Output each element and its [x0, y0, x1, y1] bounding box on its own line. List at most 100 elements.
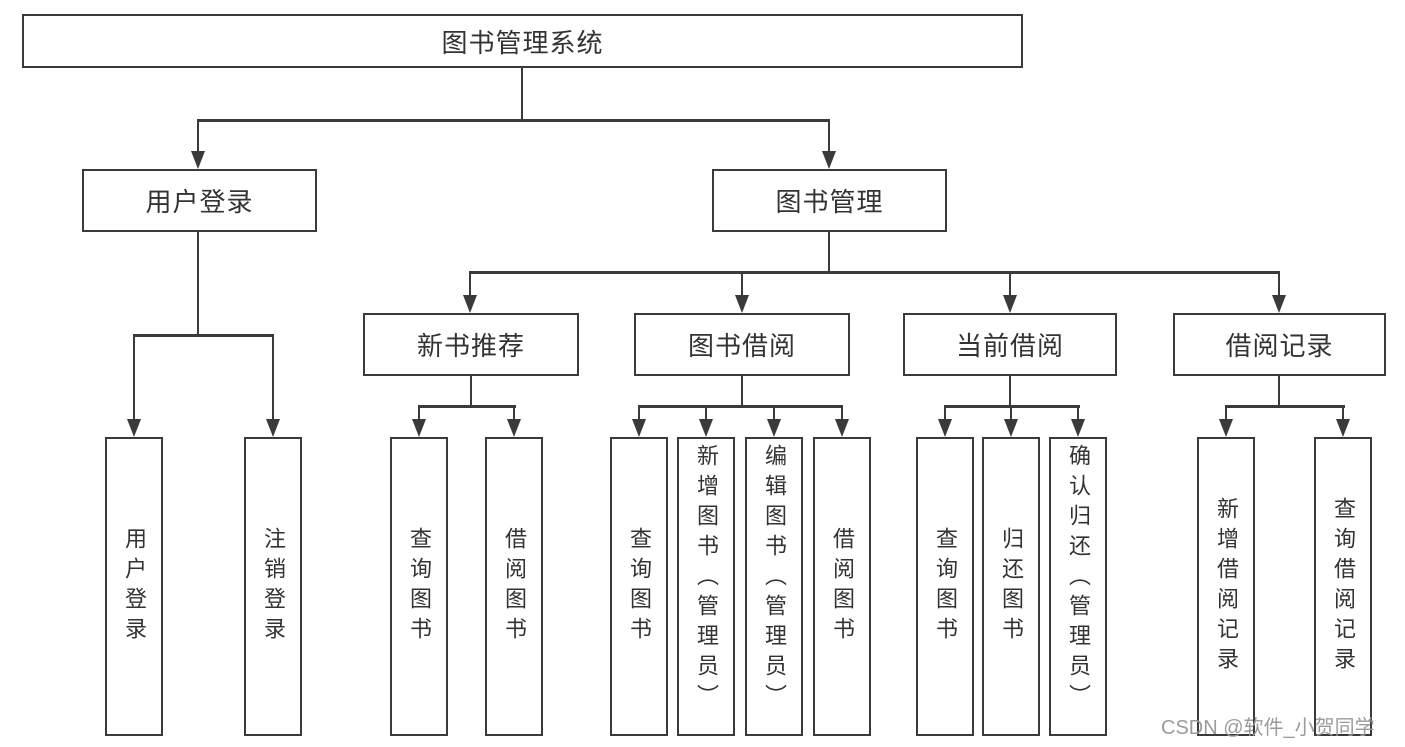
arrow-stem [1224, 406, 1228, 419]
arrow-down-icon [1003, 272, 1017, 313]
arrow-stem [1076, 406, 1080, 419]
node-new-book-recommend: 新书推荐 [363, 313, 579, 376]
arrow-down-icon [699, 406, 713, 437]
node-label: 借阅图书 [830, 526, 855, 647]
node-label: 注销登录 [261, 526, 286, 647]
arrow-down-icon [412, 406, 426, 437]
connector-line [197, 119, 830, 122]
arrow-head-icon [735, 295, 749, 313]
leaf-query-books-borrowing: 查询图书 [610, 437, 668, 736]
connector-line [1277, 376, 1281, 407]
arrow-stem [132, 335, 136, 419]
leaf-logout: 注销登录 [244, 437, 302, 736]
arrow-stem [740, 272, 744, 295]
arrow-head-icon [1272, 295, 1286, 313]
arrow-head-icon [191, 151, 205, 169]
arrow-stem [1341, 406, 1345, 419]
arrow-down-icon [1272, 272, 1286, 313]
connector-line [196, 232, 200, 336]
arrow-down-icon [191, 120, 205, 169]
arrow-stem [772, 406, 776, 419]
node-label: 借阅记录 [1225, 331, 1334, 361]
arrow-head-icon [822, 151, 836, 169]
leaf-query-borrow-record: 查询借阅记录 [1314, 437, 1372, 736]
leaf-borrow-books-borrowing: 借阅图书 [813, 437, 871, 736]
connector-line [418, 405, 516, 408]
leaf-confirm-return-admin: 确认归还（管理员） [1049, 437, 1107, 736]
node-label: 当前借阅 [955, 331, 1064, 361]
node-label: 查询图书 [933, 526, 958, 647]
node-root-library-system: 图书管理系统 [22, 14, 1023, 68]
node-label: 用户登录 [122, 526, 147, 647]
arrow-head-icon [1219, 419, 1233, 437]
connector-line [740, 376, 744, 407]
node-label: 查询图书 [407, 526, 432, 647]
csdn-watermark: CSDN @软件_小贺同学 [1161, 717, 1375, 739]
node-label: 编辑图书（管理员） [762, 444, 787, 714]
node-borrowing-records: 借阅记录 [1173, 313, 1386, 376]
arrow-stem [1277, 272, 1281, 295]
arrow-stem [840, 406, 844, 419]
node-label: 新增借阅记录 [1214, 496, 1239, 677]
leaf-edit-books-admin: 编辑图书（管理员） [745, 437, 803, 736]
arrow-down-icon [266, 335, 280, 437]
arrow-down-icon [507, 406, 521, 437]
arrow-down-icon [1336, 406, 1350, 437]
arrow-down-icon [822, 120, 836, 169]
node-label: 新增图书（管理员） [694, 444, 719, 714]
arrow-head-icon [127, 419, 141, 437]
node-label: 查询图书 [627, 526, 652, 647]
node-label: 归还图书 [999, 526, 1024, 647]
node-book-borrowing: 图书借阅 [634, 313, 850, 376]
arrow-head-icon [463, 295, 477, 313]
arrow-down-icon [632, 406, 646, 437]
leaf-query-books-recommend: 查询图书 [390, 437, 448, 736]
connector-line [827, 232, 831, 273]
arrow-head-icon [1071, 419, 1085, 437]
arrow-head-icon [767, 419, 781, 437]
arrow-down-icon [767, 406, 781, 437]
connector-line [1225, 405, 1345, 408]
arrow-down-icon [127, 335, 141, 437]
leaf-add-borrow-record: 新增借阅记录 [1197, 437, 1255, 736]
arrow-head-icon [266, 419, 280, 437]
arrow-head-icon [699, 419, 713, 437]
node-label: 借阅图书 [502, 526, 527, 647]
arrow-head-icon [1336, 419, 1350, 437]
arrow-stem [468, 272, 472, 295]
arrow-down-icon [1071, 406, 1085, 437]
node-label: 新书推荐 [416, 331, 525, 361]
node-label: 确认归还（管理员） [1066, 444, 1091, 714]
node-label: 图书管理系统 [441, 27, 604, 58]
arrow-down-icon [835, 406, 849, 437]
arrow-stem [827, 120, 831, 151]
arrow-head-icon [632, 419, 646, 437]
arrow-stem [704, 406, 708, 419]
node-book-management: 图书管理 [712, 169, 947, 232]
node-user-login: 用户登录 [82, 169, 317, 232]
arrow-head-icon [412, 419, 426, 437]
leaf-user-login: 用户登录 [105, 437, 163, 736]
connector-line [469, 271, 1280, 274]
arrow-stem [637, 406, 641, 419]
arrow-down-icon [938, 406, 952, 437]
arrow-stem [512, 406, 516, 419]
node-current-borrowing: 当前借阅 [903, 313, 1117, 376]
connector-line [1008, 376, 1012, 407]
node-label: 用户登录 [145, 187, 254, 217]
leaf-query-books-current: 查询图书 [916, 437, 974, 736]
connector-line [469, 376, 473, 407]
arrow-stem [196, 120, 200, 151]
connector-line [638, 405, 843, 408]
connector-line [133, 334, 274, 337]
arrow-head-icon [507, 419, 521, 437]
arrow-down-icon [463, 272, 477, 313]
leaf-return-books: 归还图书 [982, 437, 1040, 736]
arrow-down-icon [735, 272, 749, 313]
arrow-stem [1008, 272, 1012, 295]
arrow-stem [1009, 406, 1013, 419]
arrow-head-icon [1003, 295, 1017, 313]
node-label: 图书管理 [775, 187, 884, 217]
connector-line [520, 68, 524, 121]
arrow-stem [417, 406, 421, 419]
